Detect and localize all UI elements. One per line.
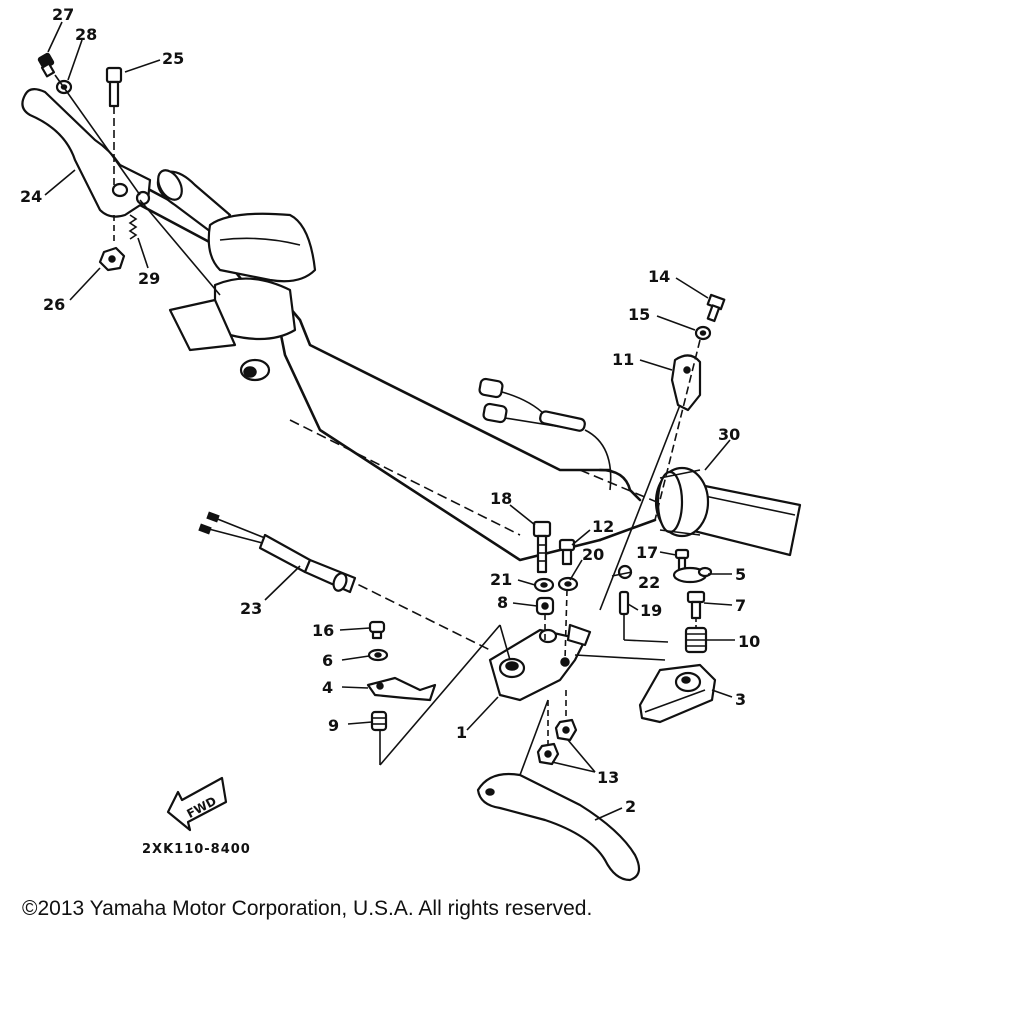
master-cylinder bbox=[168, 212, 317, 382]
callout-6: 6 bbox=[322, 651, 333, 670]
collar-8 bbox=[535, 596, 555, 616]
forward-arrow-icon: FWD bbox=[166, 776, 228, 832]
throttle-housing bbox=[654, 466, 710, 538]
diagram-code: 2XK110-8400 bbox=[142, 842, 251, 857]
bracket-1 bbox=[488, 623, 592, 702]
pin-19 bbox=[618, 590, 669, 643]
callout-18: 18 bbox=[490, 489, 512, 508]
wire-connectors bbox=[478, 377, 612, 491]
bolt-18 bbox=[532, 520, 552, 574]
callout-22: 22 bbox=[638, 573, 660, 592]
callout-26: 26 bbox=[43, 295, 65, 314]
nuts-13 bbox=[536, 718, 578, 766]
screw-16 bbox=[368, 620, 386, 640]
washer-6 bbox=[367, 648, 389, 662]
callout-14: 14 bbox=[648, 267, 670, 286]
spring-9 bbox=[370, 710, 388, 732]
washer-20 bbox=[557, 576, 579, 592]
washer-15 bbox=[694, 325, 712, 341]
lever-2 bbox=[476, 772, 641, 882]
callouts: 27 28 25 24 26 29 14 15 11 30 18 12 20 2… bbox=[20, 5, 760, 816]
switch-3 bbox=[638, 663, 717, 724]
callout-21: 21 bbox=[490, 570, 512, 589]
bolt-25 bbox=[105, 66, 123, 185]
callout-28: 28 bbox=[75, 25, 97, 44]
callout-2: 2 bbox=[625, 797, 636, 816]
callout-12: 12 bbox=[592, 517, 614, 536]
callout-17: 17 bbox=[636, 543, 658, 562]
callout-27: 27 bbox=[52, 5, 74, 24]
switch-plate-4 bbox=[366, 676, 437, 702]
callout-9: 9 bbox=[328, 716, 339, 735]
callout-8: 8 bbox=[497, 593, 508, 612]
callout-10: 10 bbox=[738, 632, 760, 651]
plate-5 bbox=[672, 566, 713, 584]
spring-10 bbox=[684, 626, 708, 654]
callout-16: 16 bbox=[312, 621, 334, 640]
washer-21 bbox=[533, 577, 555, 593]
leader-lines bbox=[44, 21, 735, 821]
callout-25: 25 bbox=[162, 49, 184, 68]
callout-5: 5 bbox=[735, 565, 746, 584]
callout-4: 4 bbox=[322, 678, 333, 697]
callout-20: 20 bbox=[582, 545, 604, 564]
screw-17 bbox=[674, 548, 690, 572]
callout-3: 3 bbox=[735, 690, 746, 709]
callout-7: 7 bbox=[735, 596, 746, 615]
callout-1: 1 bbox=[456, 723, 467, 742]
nut-26 bbox=[98, 246, 126, 272]
spring-29 bbox=[128, 214, 138, 240]
callout-23: 23 bbox=[240, 599, 262, 618]
callout-11: 11 bbox=[612, 350, 634, 369]
plunger-7 bbox=[686, 590, 706, 620]
callout-24: 24 bbox=[20, 187, 42, 206]
bolt-12 bbox=[558, 538, 576, 566]
callout-13: 13 bbox=[597, 768, 619, 787]
callout-19: 19 bbox=[640, 601, 662, 620]
callout-29: 29 bbox=[138, 269, 160, 288]
copyright-notice: ©2013 Yamaha Motor Corporation, U.S.A. A… bbox=[22, 897, 593, 920]
callout-30: 30 bbox=[718, 425, 740, 444]
bolt-27 bbox=[37, 52, 56, 78]
switch-cable-23 bbox=[198, 511, 357, 594]
holder-11 bbox=[670, 354, 702, 412]
bolt-14 bbox=[706, 293, 726, 323]
callout-15: 15 bbox=[628, 305, 650, 324]
